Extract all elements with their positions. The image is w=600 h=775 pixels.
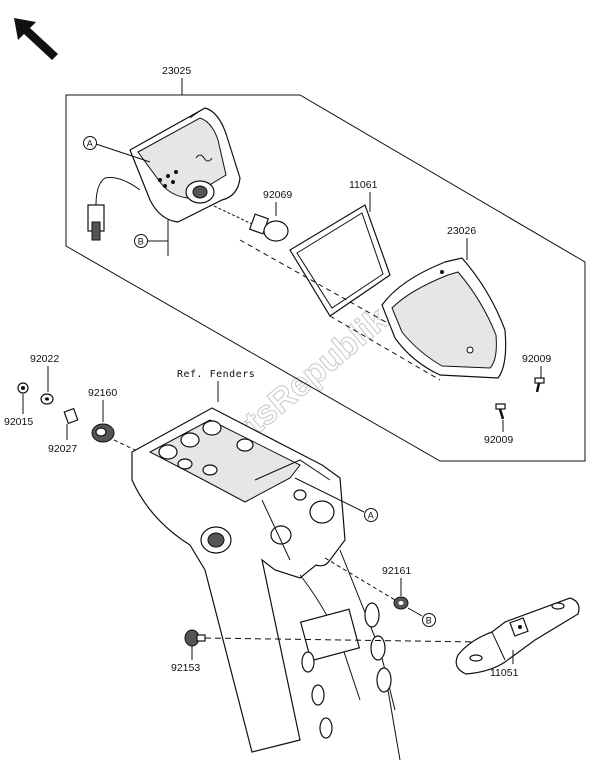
part-label-92160: 92160 (88, 387, 117, 399)
grommet-92160 (91, 423, 115, 443)
lens-cover (381, 257, 507, 379)
svg-text:A: A (87, 139, 93, 149)
license-plate-bracket (455, 597, 580, 675)
washer-92022 (40, 393, 54, 405)
part-label-92069: 92069 (263, 189, 292, 201)
part-label-92153: 92153 (171, 662, 200, 674)
part-label-92022: 92022 (30, 353, 59, 365)
nut-92161 (393, 596, 409, 610)
rear-fender-bracket (131, 407, 401, 761)
part-label-92009-upper: 92009 (522, 353, 551, 365)
collar-92027 (63, 407, 79, 425)
assembly-line-92153 (204, 637, 481, 643)
bulb (213, 205, 289, 242)
part-label-23025: 23025 (162, 65, 191, 77)
wire-harness (87, 177, 141, 241)
part-label-92015: 92015 (4, 416, 33, 428)
bolt-92153 (184, 629, 206, 647)
assembly-line-2 (329, 315, 441, 381)
gasket (289, 204, 391, 317)
tail-lamp-housing (129, 107, 241, 223)
callout-b-fender: B (407, 607, 436, 627)
arrow-up-left-icon (14, 18, 58, 60)
part-label-23026: 23026 (447, 225, 476, 237)
callout-a-lamp: A (83, 136, 151, 163)
assembly-frame (65, 94, 586, 462)
svg-text:B: B (138, 237, 144, 247)
part-label-92027: 92027 (48, 443, 77, 455)
svg-text:B: B (426, 616, 432, 626)
part-label-92161: 92161 (382, 565, 411, 577)
part-label-92009-lower: 92009 (484, 434, 513, 446)
part-label-11061: 11061 (349, 179, 378, 191)
callout-b-lamp: B (134, 220, 169, 256)
nut-92015 (17, 382, 29, 394)
svg-text:A: A (368, 511, 374, 521)
callout-a-fender: A (294, 477, 378, 522)
assembly-line-1 (239, 239, 401, 331)
reference-note: Ref. Fenders (177, 369, 255, 380)
part-label-11051: 11051 (490, 667, 519, 679)
screw-lower (495, 403, 506, 420)
screw-upper (534, 377, 545, 393)
